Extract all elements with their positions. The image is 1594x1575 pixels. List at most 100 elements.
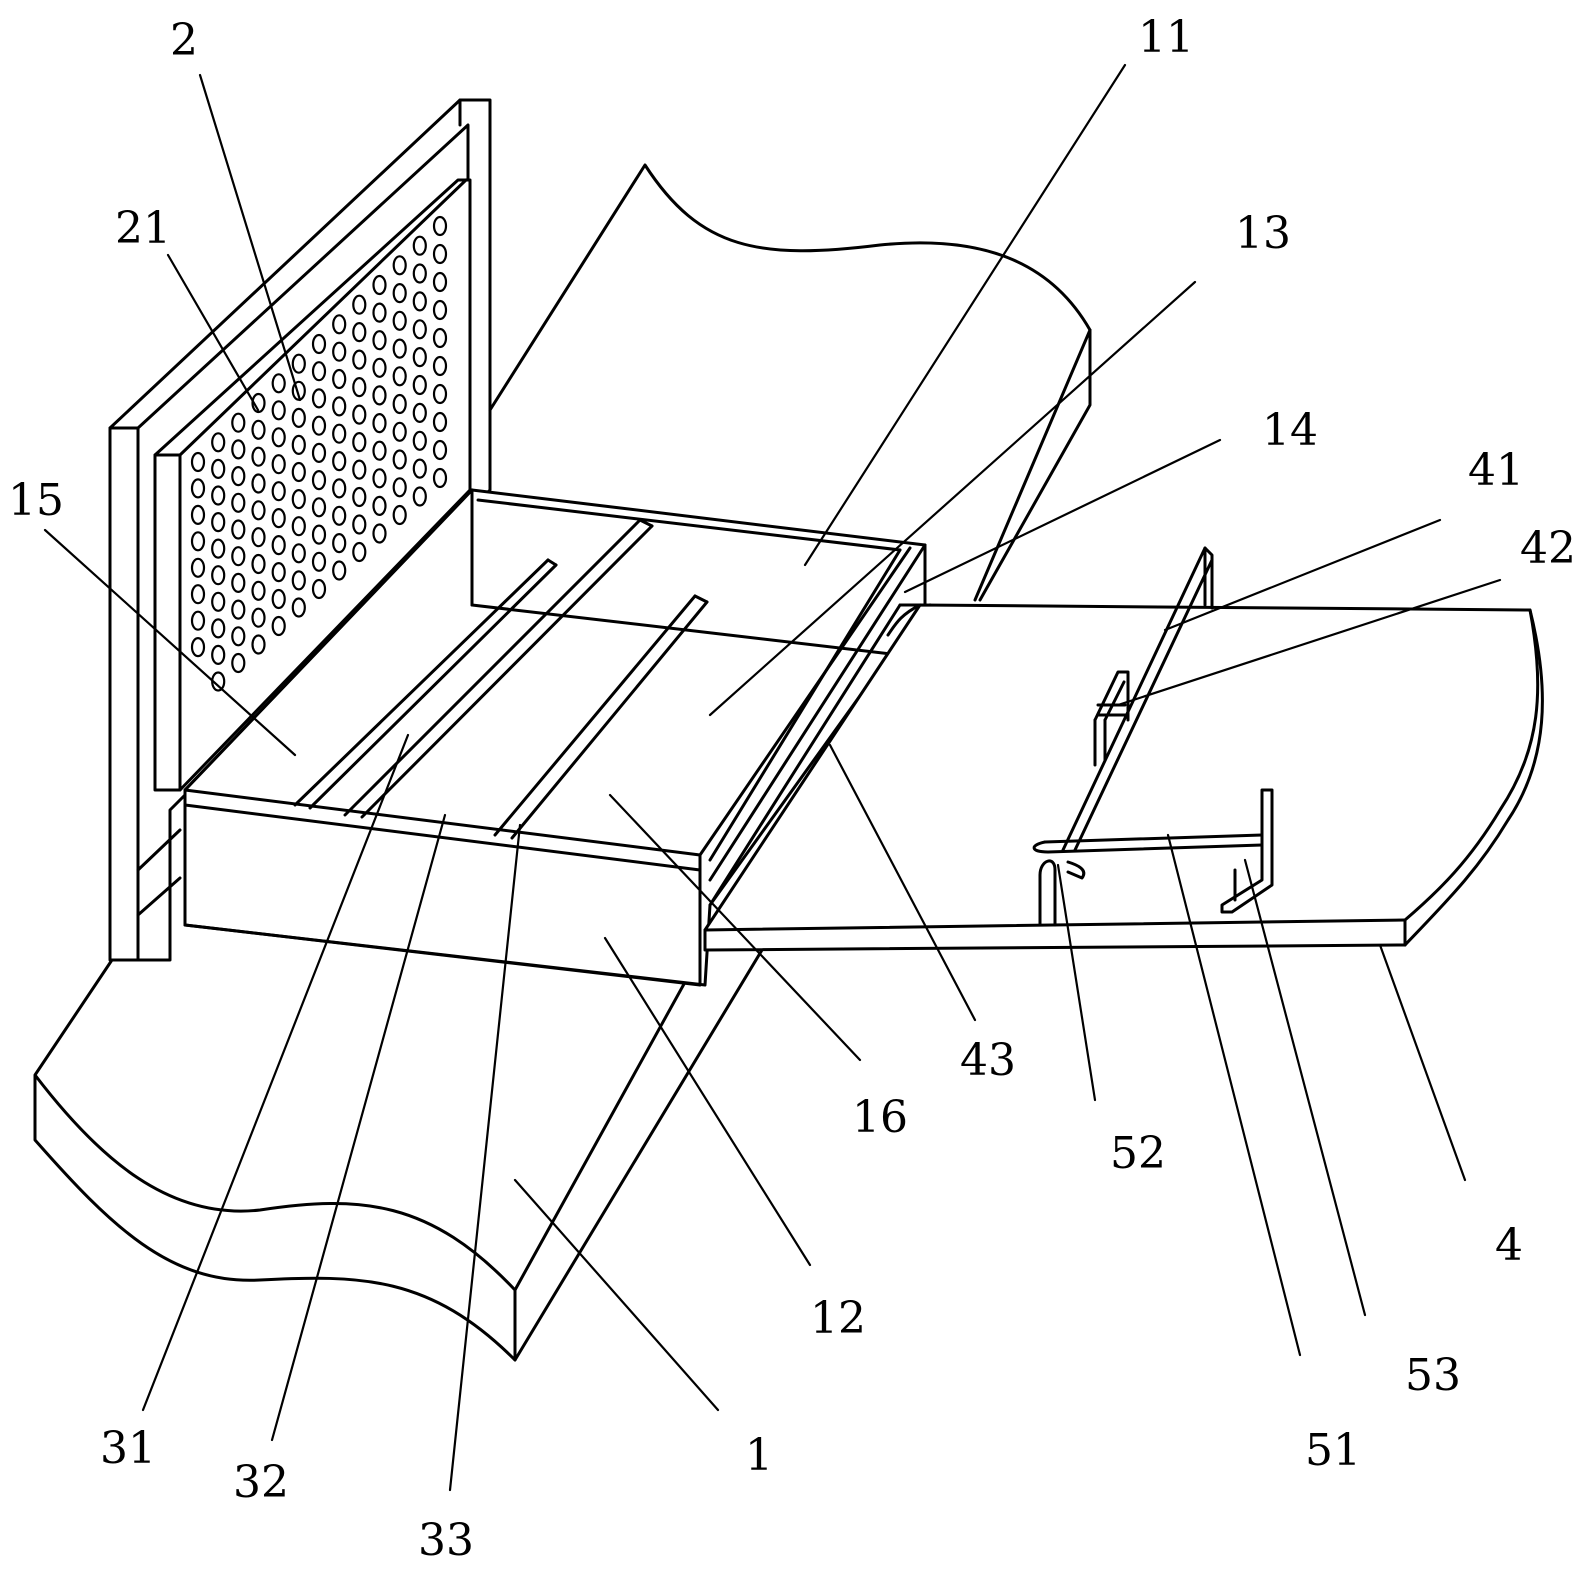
ventilation-hole (251, 607, 266, 628)
ventilation-hole (211, 458, 226, 479)
label-1: 1 (745, 1430, 773, 1481)
ventilation-hole (372, 274, 387, 296)
ventilation-hole (352, 432, 367, 453)
ventilation-hole (332, 560, 347, 581)
label-41: 41 (1468, 445, 1524, 496)
ventilation-hole (392, 366, 407, 387)
clip-part-42 (1093, 670, 1130, 767)
label-15: 15 (8, 475, 64, 526)
ventilation-hole (211, 644, 226, 666)
label-53: 53 (1405, 1350, 1461, 1401)
ventilation-hole (392, 255, 407, 276)
label-13: 13 (1235, 208, 1291, 259)
side-table-part-4 (703, 603, 1544, 952)
ventilation-hole (190, 531, 206, 552)
ventilation-hole (211, 511, 226, 533)
ventilation-hole (392, 393, 407, 415)
ventilation-hole (432, 383, 448, 405)
ventilation-hole (432, 467, 448, 489)
ventilation-hole (271, 615, 286, 637)
ventilation-hole (291, 461, 306, 483)
ventilation-hole (271, 561, 286, 583)
ventilation-hole (231, 492, 246, 513)
ventilation-hole (251, 473, 266, 494)
ventilation-hole (311, 524, 327, 545)
ventilation-hole (352, 349, 367, 370)
ventilation-hole (190, 636, 206, 658)
ventilation-hole (311, 497, 327, 518)
ventilation-hole (332, 341, 347, 362)
ventilation-hole (190, 478, 206, 499)
ventilation-hole (231, 652, 246, 674)
ventilation-hole (211, 591, 226, 612)
ventilation-hole (211, 485, 226, 506)
ventilation-hole (372, 385, 387, 406)
reference-labels: 2 21 15 11 13 14 41 42 43 16 52 4 12 53 … (8, 12, 1576, 1566)
ventilation-hole (251, 553, 266, 575)
leader-lines (43, 63, 1502, 1492)
ventilation-hole (271, 373, 286, 394)
ventilation-hole (251, 500, 266, 521)
ventilation-hole (231, 599, 246, 620)
ventilation-hole (291, 516, 306, 537)
ventilation-hole (432, 271, 448, 293)
latch-part-52 (1038, 859, 1086, 927)
rail-part-31 (293, 558, 558, 810)
ventilation-hole (352, 377, 367, 398)
ventilation-hole (190, 610, 206, 631)
ventilation-hole (251, 527, 266, 548)
ventilation-hole (291, 489, 306, 510)
ventilation-hole (271, 507, 286, 529)
ventilation-hole (332, 396, 347, 417)
label-16: 16 (852, 1092, 908, 1143)
ventilation-hole (271, 588, 286, 610)
ventilation-hole (352, 404, 367, 425)
ventilation-hole (251, 634, 266, 655)
ventilation-hole (412, 319, 427, 340)
handle-part-51 (1032, 833, 1264, 854)
ventilation-hole (392, 477, 407, 498)
label-21: 21 (115, 203, 171, 254)
rail-part-32 (343, 518, 654, 819)
ventilation-hole (352, 322, 367, 343)
ventilation-hole (432, 327, 448, 349)
ventilation-hole (392, 338, 407, 359)
ventilation-hole (311, 442, 327, 463)
ventilation-hole (432, 355, 448, 377)
label-2: 2 (170, 15, 198, 66)
ventilation-hole (311, 415, 327, 436)
ventilation-hole (432, 243, 448, 265)
ventilation-hole (412, 402, 427, 423)
ventilation-hole (372, 413, 387, 434)
ventilation-hole (412, 486, 427, 507)
ventilation-hole (311, 333, 327, 355)
ventilation-hole (311, 470, 327, 491)
ventilation-hole (352, 541, 367, 563)
ventilation-hole (352, 294, 367, 315)
ventilation-hole (392, 449, 407, 470)
seat-frame (183, 488, 932, 987)
ventilation-hole (211, 618, 226, 639)
ventilation-hole (412, 235, 427, 256)
ventilation-hole (392, 283, 407, 304)
label-42: 42 (1520, 523, 1576, 574)
label-52: 52 (1110, 1128, 1166, 1179)
ventilation-hole (231, 572, 246, 594)
ventilation-hole (352, 514, 367, 535)
ventilation-hole (332, 505, 347, 526)
ventilation-hole (190, 451, 206, 473)
ventilation-hole (231, 466, 246, 487)
ventilation-hole (311, 578, 327, 600)
ventilation-hole (291, 407, 306, 428)
ventilation-hole (231, 439, 246, 460)
ventilation-hole (211, 565, 226, 586)
ventilation-hole (231, 412, 246, 433)
label-32: 32 (233, 1457, 289, 1508)
ventilation-hole (412, 458, 427, 479)
ventilation-hole (412, 263, 427, 284)
ventilation-hole (271, 400, 286, 421)
ventilation-hole (311, 388, 327, 409)
ventilation-hole (190, 557, 206, 578)
label-4: 4 (1495, 1220, 1523, 1271)
